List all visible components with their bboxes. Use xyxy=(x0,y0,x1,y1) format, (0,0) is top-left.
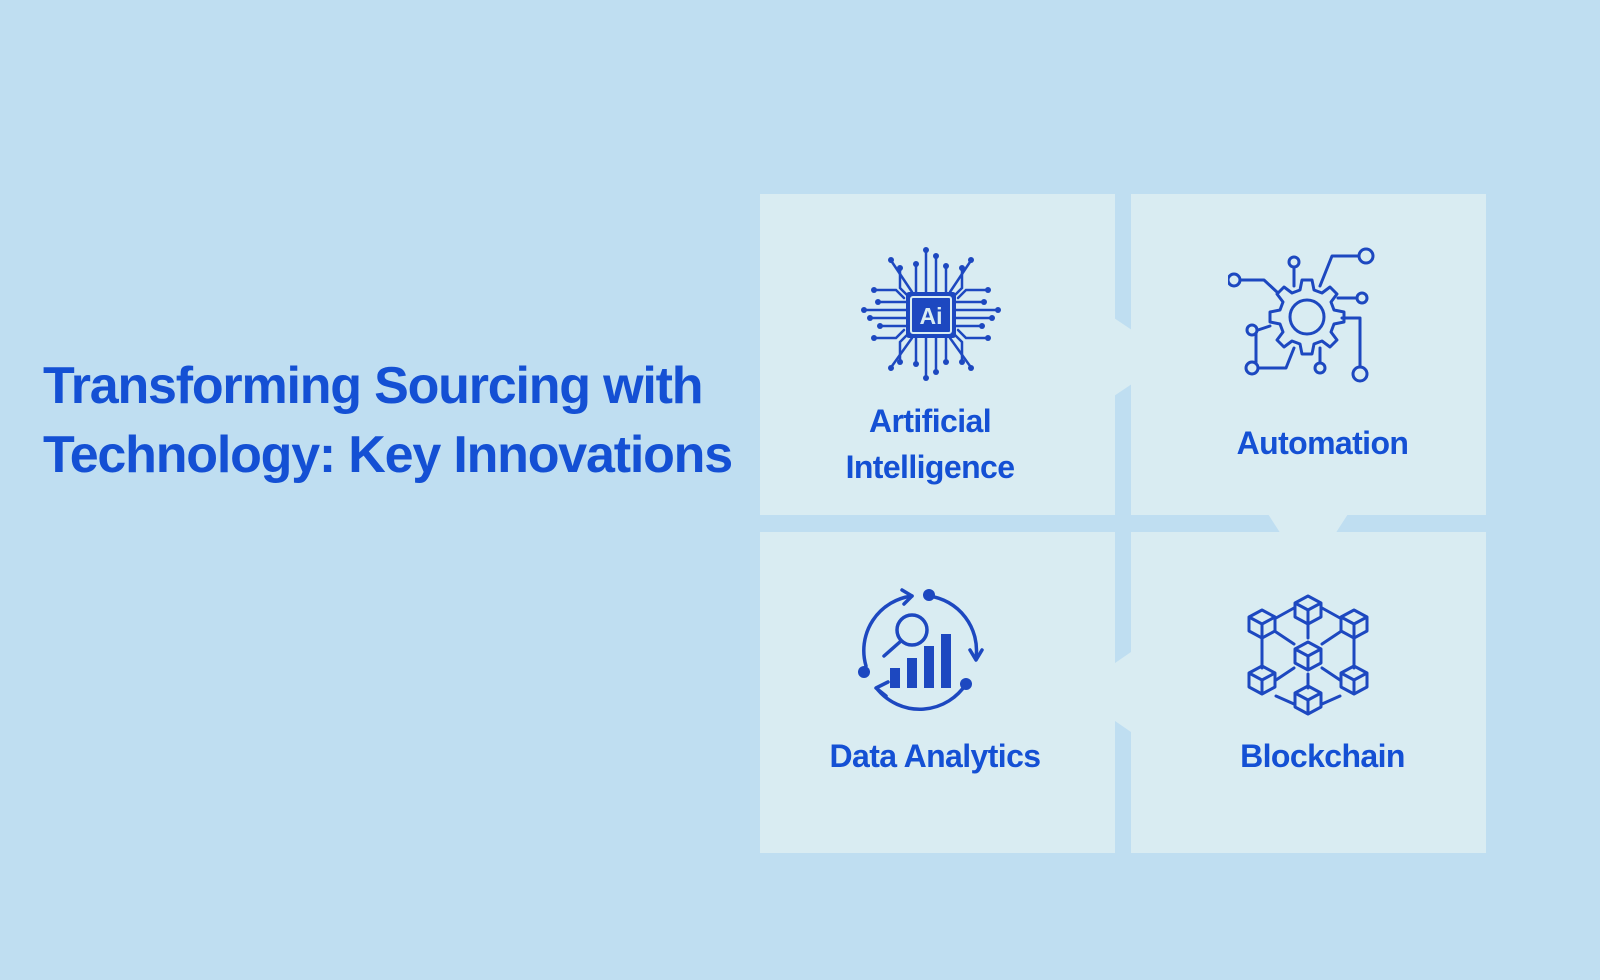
card-data-analytics xyxy=(760,532,1115,853)
card-label-artificial-intelligence: Artificial Intelligence xyxy=(845,403,1015,485)
ai-chip-icon: Ai xyxy=(856,240,1006,388)
blockchain-cubes-icon xyxy=(1246,594,1376,718)
card-label-automation: Automation xyxy=(1236,425,1409,461)
slide-title: Transforming Sourcing with Technology: K… xyxy=(43,357,733,484)
ai-chip-text: Ai xyxy=(920,303,943,329)
gear-circuit-icon xyxy=(1228,246,1388,390)
magnifier-chart-cycle-icon xyxy=(856,586,986,716)
card-artificial-intelligence xyxy=(760,194,1115,515)
card-blockchain xyxy=(1131,532,1486,853)
card-label-blockchain: Blockchain xyxy=(1240,738,1405,774)
card-label-data-analytics: Data Analytics xyxy=(829,738,1042,774)
